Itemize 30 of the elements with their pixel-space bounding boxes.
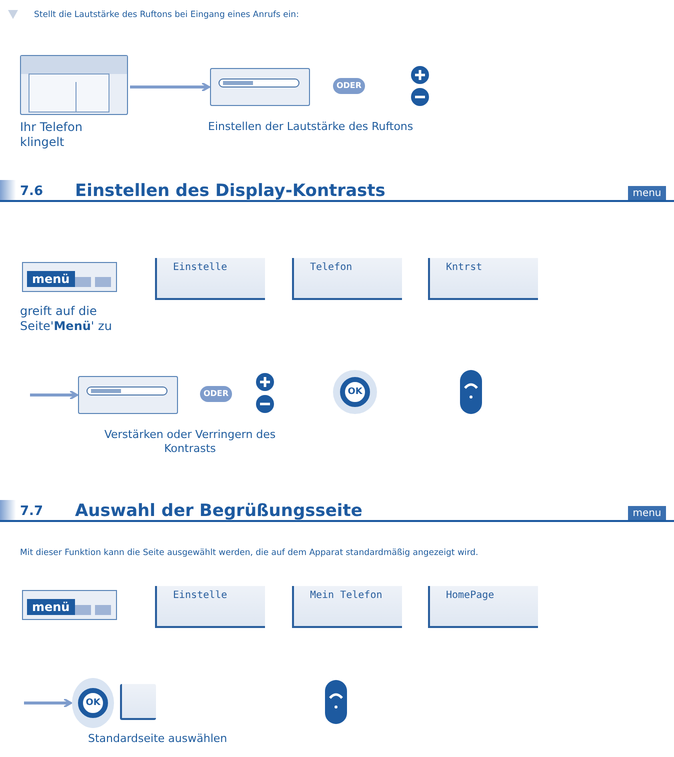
display-softkey: HomePage (428, 586, 538, 628)
volume-slider-key (210, 68, 310, 106)
arrow (24, 698, 72, 708)
section-heading: Auswahl der Begrüßungsseite (75, 501, 364, 521)
caption: Einstellen der Lautstärke des Ruftons (208, 120, 414, 134)
section-number: 7.7 (20, 504, 44, 519)
description-text: Mit dieser Funktion kann die Seite ausgewählt werden, die auf dem Apparat standardmäßig angezeigt wird. (20, 547, 480, 560)
instruction-text: Stellt die Lautstärke des Ruftons bei Eingang eines Anrufs ein: (34, 9, 300, 22)
ok-button: OK (333, 370, 377, 414)
arrow (130, 82, 210, 92)
node-label: Ihr Telefon klingelt (20, 120, 84, 150)
display-softkey: Einstelle (155, 258, 265, 300)
ok-navigator: OK (72, 678, 114, 728)
display-softkey: Kntrst (428, 258, 538, 300)
oder-badge: ODER (333, 78, 365, 94)
caption: Verstärken oder Verringern des Kontrasts (103, 428, 277, 456)
softkey-icon (120, 684, 156, 720)
oder-badge: ODER (200, 386, 232, 402)
volume-slider-key (78, 376, 178, 414)
section-heading: Einstellen des Display-Kontrasts (75, 181, 386, 201)
section-number: 7.6 (20, 184, 44, 199)
menu-display: menü (22, 262, 117, 292)
caption: Standardseite auswählen (88, 732, 228, 746)
display-softkey: Mein Telefon (292, 586, 402, 628)
arrow (30, 390, 78, 400)
node-label: greift auf die Seite'Menü' zu (20, 304, 113, 334)
menu-display: menü (22, 590, 117, 620)
phone-display (20, 55, 128, 115)
display-softkey: Telefon (292, 258, 402, 300)
display-softkey: Einstelle (155, 586, 265, 628)
